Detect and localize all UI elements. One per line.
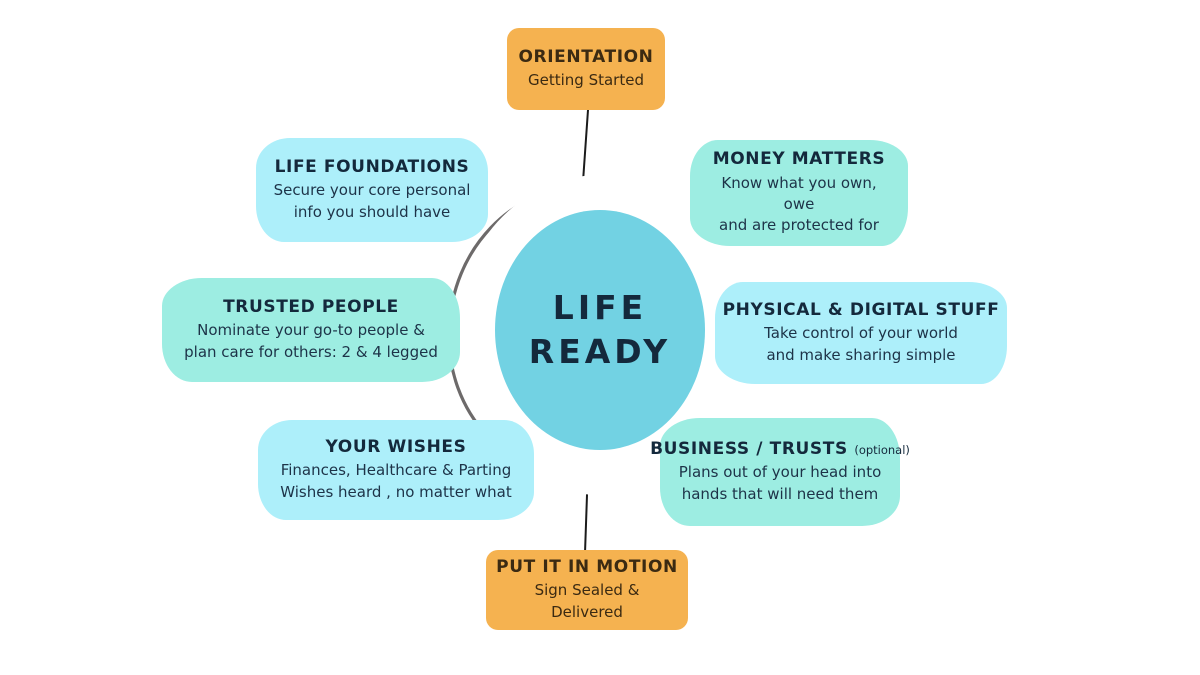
- node-money-matters[interactable]: MONEY MATTERS Know what you own, owe and…: [690, 140, 908, 246]
- node-physical-digital-stuff[interactable]: PHYSICAL & DIGITAL STUFF Take control of…: [715, 282, 1007, 384]
- node-life-foundations-line1: Secure your core personal: [273, 181, 471, 200]
- node-physical-digital-stuff-title: PHYSICAL & DIGITAL STUFF: [722, 300, 1000, 320]
- node-business-trusts-line1: Plans out of your head into: [678, 463, 882, 482]
- node-orientation-title: ORIENTATION: [518, 46, 654, 67]
- node-your-wishes-line2: Wishes heard , no matter what: [280, 482, 512, 501]
- node-money-matters-title: MONEY MATTERS: [712, 149, 886, 170]
- node-your-wishes-title: YOUR WISHES: [325, 437, 467, 457]
- node-put-it-in-motion-title: PUT IT IN MOTION: [496, 557, 678, 578]
- node-trusted-people[interactable]: TRUSTED PEOPLE Nominate your go-to peopl…: [162, 278, 460, 382]
- center-hub[interactable]: LIFE READY: [495, 210, 705, 450]
- node-orientation-subtitle: Getting Started: [528, 71, 644, 90]
- node-your-wishes-line1: Finances, Healthcare & Parting: [280, 461, 512, 480]
- node-business-trusts-optional-note: (optional): [854, 443, 910, 457]
- node-life-foundations-title: LIFE FOUNDATIONS: [274, 157, 470, 177]
- node-life-foundations-line2: info you should have: [293, 202, 451, 221]
- node-trusted-people-line2: plan care for others: 2 & 4 legged: [184, 342, 438, 361]
- node-physical-digital-stuff-line1: Take control of your world: [764, 324, 958, 343]
- node-put-it-in-motion-subtitle: Sign Sealed & Delivered: [534, 581, 640, 621]
- node-physical-digital-stuff-line2: and make sharing simple: [766, 345, 956, 364]
- center-title-line1: LIFE: [552, 288, 648, 328]
- node-business-trusts-title: BUSINESS / TRUSTS (optional): [650, 439, 910, 459]
- node-orientation[interactable]: ORIENTATION Getting Started: [507, 28, 665, 110]
- node-trusted-people-line1: Nominate your go-to people &: [197, 321, 425, 340]
- center-title-line2: READY: [528, 332, 672, 371]
- node-money-matters-line2: and are protected for: [719, 216, 879, 235]
- node-trusted-people-title: TRUSTED PEOPLE: [223, 297, 399, 317]
- node-life-foundations[interactable]: LIFE FOUNDATIONS Secure your core person…: [256, 138, 488, 242]
- node-business-trusts-line2: hands that will need them: [681, 484, 879, 503]
- node-business-trusts-title-main: BUSINESS / TRUSTS: [650, 439, 848, 459]
- node-put-it-in-motion[interactable]: PUT IT IN MOTION Sign Sealed & Delivered: [486, 550, 688, 630]
- node-money-matters-line1: Know what you own, owe: [721, 173, 877, 214]
- node-your-wishes[interactable]: YOUR WISHES Finances, Healthcare & Parti…: [258, 420, 534, 520]
- node-business-trusts[interactable]: BUSINESS / TRUSTS (optional) Plans out o…: [650, 418, 910, 526]
